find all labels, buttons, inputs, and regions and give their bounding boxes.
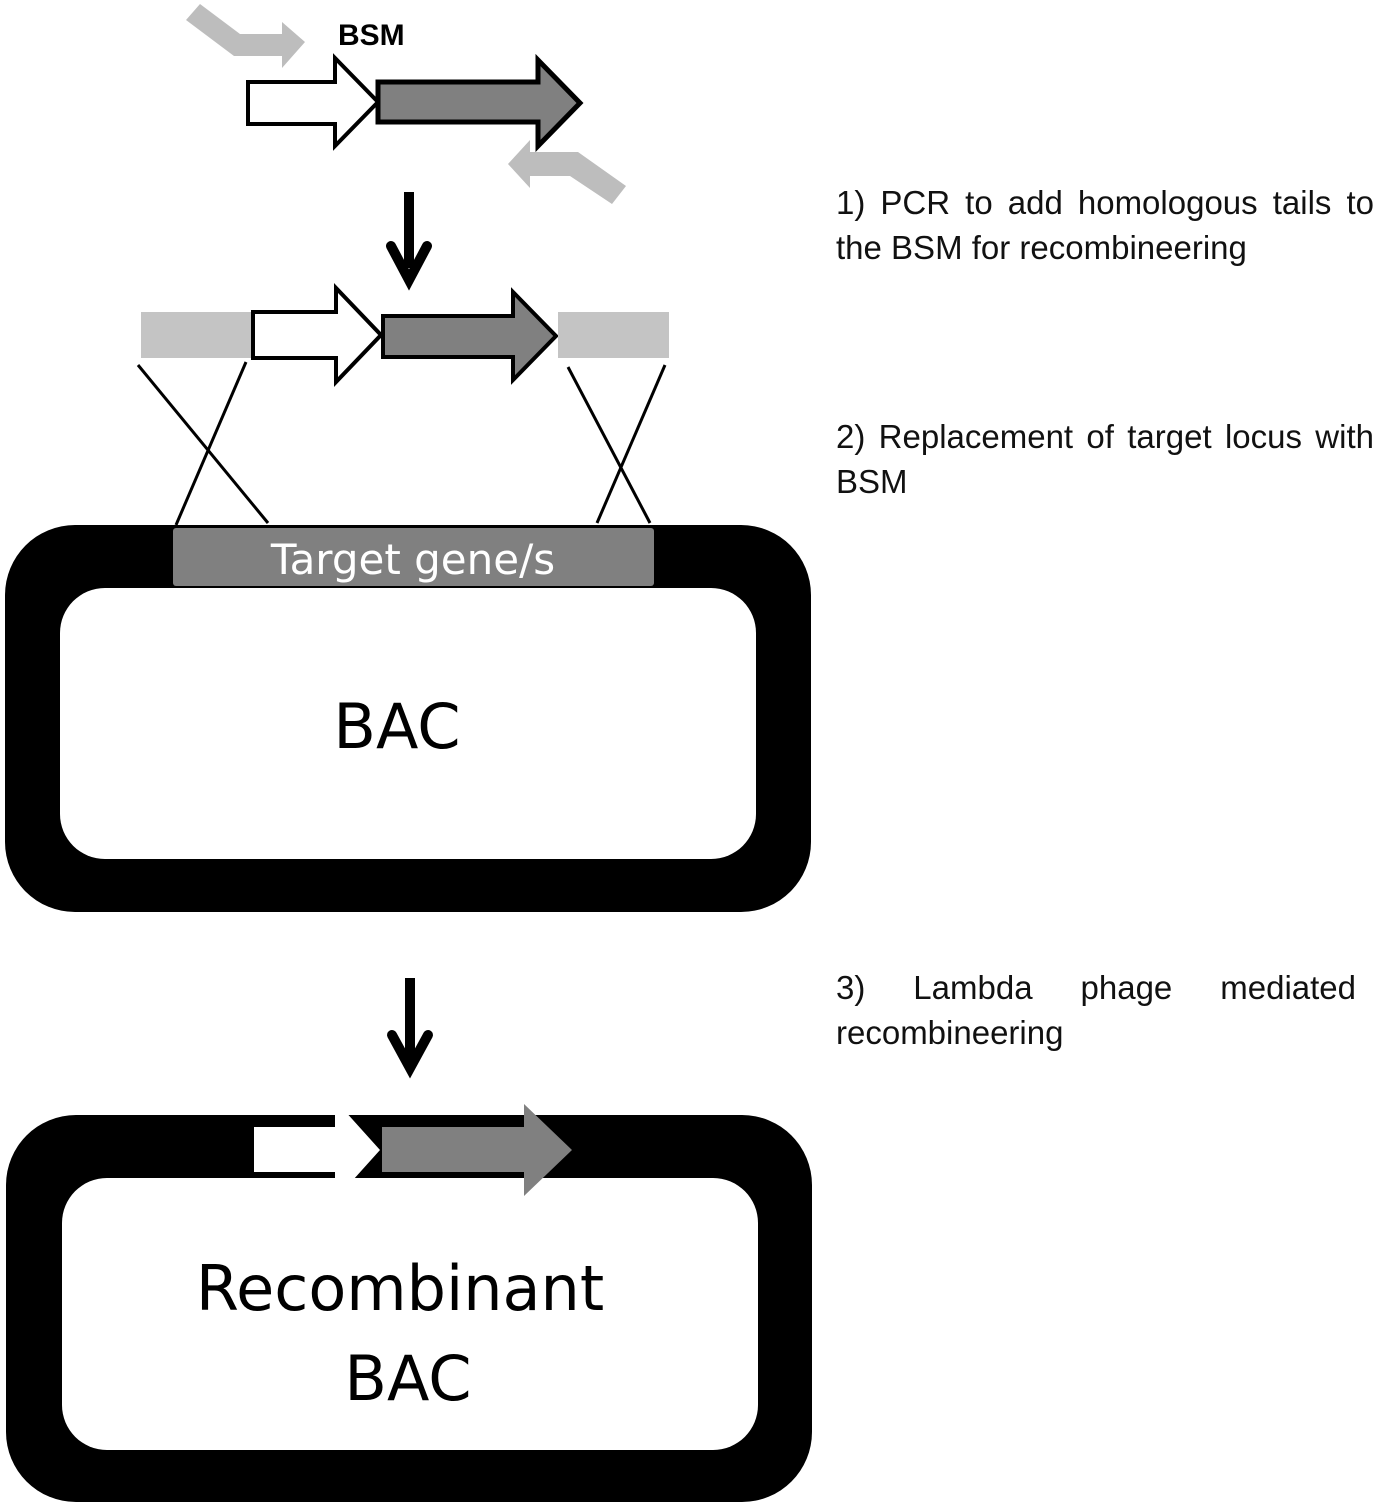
left-crossover — [136, 361, 270, 526]
bac-label: BAC — [333, 690, 460, 763]
step-1-text: 1) PCR to add homologous tails to the BS… — [836, 184, 1374, 266]
forward-primer-arrow — [186, 4, 305, 68]
down-arrow-icon — [387, 978, 433, 1079]
step-3-text: 3) Lambda phage mediated recombineering — [836, 969, 1356, 1051]
step-2-text: 2) Replacement of target locus with BSM — [836, 418, 1374, 500]
down-arrow-icon — [386, 192, 432, 291]
gene-arrow — [375, 53, 584, 153]
target-gene-label: Target gene/s — [270, 535, 555, 584]
promoter-arrow — [251, 283, 384, 387]
reverse-primer-arrow — [508, 140, 626, 204]
inserted-gene-arrow — [382, 1104, 572, 1196]
right-crossover — [566, 364, 667, 524]
recombinant-label-line2: BAC — [344, 1342, 471, 1415]
bsm-label: BSM — [338, 19, 405, 52]
target-gene-block — [173, 528, 654, 586]
gene-arrow — [381, 287, 559, 385]
primer-shape — [508, 140, 626, 204]
recombinant-bac-vector — [6, 1115, 812, 1502]
promoter-arrow — [246, 53, 381, 151]
right-homology-arm — [558, 312, 669, 358]
left-homology-arm — [141, 312, 251, 358]
recombinant-label-line1: Recombinant — [196, 1252, 604, 1325]
bac-vector — [5, 525, 811, 912]
primer-shape — [186, 4, 305, 68]
inserted-promoter-arrow — [254, 1100, 380, 1200]
